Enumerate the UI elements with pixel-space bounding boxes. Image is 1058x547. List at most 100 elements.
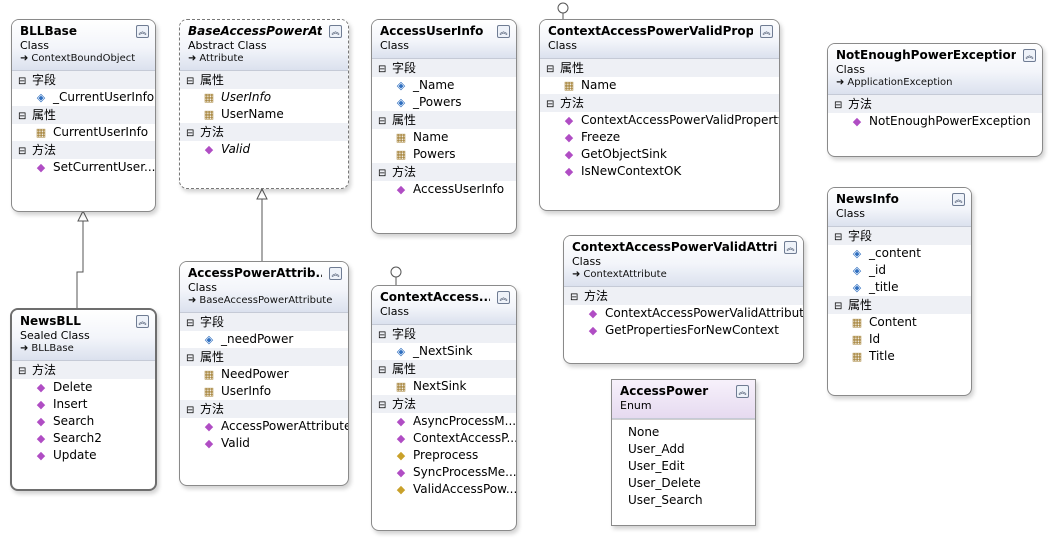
collapse-chevron-icon[interactable]: ︽ xyxy=(329,25,342,38)
member-row[interactable]: ◆NotEnoughPowerException xyxy=(828,113,1042,130)
collapse-chevron-icon[interactable]: ︽ xyxy=(136,315,149,328)
compartment-header[interactable]: ⊟方法 xyxy=(828,95,1042,113)
minus-icon[interactable]: ⊟ xyxy=(18,76,27,87)
member-row[interactable]: ◆Preprocess xyxy=(372,447,516,464)
member-row[interactable]: ◈_title xyxy=(828,279,971,296)
compartment-header[interactable]: ⊟属性 xyxy=(180,71,348,89)
member-row[interactable]: ◈_needPower xyxy=(180,331,348,348)
member-row[interactable]: ▦UserName xyxy=(180,106,348,123)
compartment-header[interactable]: ⊟属性 xyxy=(372,111,516,129)
member-row[interactable]: ▦Id xyxy=(828,331,971,348)
enum-shape-access-power[interactable]: AccessPower Enum ︽ None User_Add User_Ed… xyxy=(611,379,756,526)
member-row[interactable]: ▦NextSink xyxy=(372,378,516,395)
member-row[interactable]: ▦Content xyxy=(828,314,971,331)
minus-icon[interactable]: ⊟ xyxy=(378,330,387,341)
member-row[interactable]: ▦Name xyxy=(372,129,516,146)
compartment-header[interactable]: ⊟属性 xyxy=(372,360,516,378)
minus-icon[interactable]: ⊟ xyxy=(378,116,387,127)
member-row[interactable]: ◆ContextAccessPowerValidProperty xyxy=(540,112,779,129)
collapse-chevron-icon[interactable]: ︽ xyxy=(952,193,965,206)
member-row[interactable]: ◆AccessPowerAttribute xyxy=(180,418,348,435)
compartment-header[interactable]: ⊟属性 xyxy=(180,348,348,366)
member-row[interactable]: ◈_content xyxy=(828,245,971,262)
compartment-header[interactable]: ⊟属性 xyxy=(828,296,971,314)
enum-value[interactable]: User_Add xyxy=(628,442,685,456)
member-row[interactable]: ▦Name xyxy=(540,77,779,94)
enum-value[interactable]: User_Edit xyxy=(628,459,685,473)
compartment-header[interactable]: ⊟属性 xyxy=(540,59,779,77)
collapse-chevron-icon[interactable]: ︽ xyxy=(329,267,342,280)
enum-value[interactable]: User_Search xyxy=(628,493,703,507)
collapse-chevron-icon[interactable]: ︽ xyxy=(136,25,149,38)
member-row[interactable]: ◈_id xyxy=(828,262,971,279)
compartment-header[interactable]: ⊟方法 xyxy=(12,141,155,159)
member-row[interactable]: ▦UserInfo xyxy=(180,383,348,400)
member-row[interactable]: ◆ContextAccessP... xyxy=(372,430,516,447)
minus-icon[interactable]: ⊟ xyxy=(186,405,195,416)
member-row[interactable]: ◈_Name xyxy=(372,77,516,94)
compartment-header[interactable]: ⊟字段 xyxy=(12,71,155,89)
member-row[interactable]: ◈_Powers xyxy=(372,94,516,111)
minus-icon[interactable]: ⊟ xyxy=(18,146,27,157)
minus-icon[interactable]: ⊟ xyxy=(834,301,843,312)
member-row[interactable]: ◈_CurrentUserInfo xyxy=(12,89,155,106)
compartment-header[interactable]: ⊟方法 xyxy=(540,94,779,112)
compartment-header[interactable]: ⊟方法 xyxy=(372,395,516,413)
member-row[interactable]: ▦UserInfo xyxy=(180,89,348,106)
member-row[interactable]: ◆AsyncProcessM... xyxy=(372,413,516,430)
member-row[interactable]: ◆Update xyxy=(12,447,155,464)
minus-icon[interactable]: ⊟ xyxy=(570,292,579,303)
compartment-header[interactable]: ⊟字段 xyxy=(180,313,348,331)
minus-icon[interactable]: ⊟ xyxy=(546,64,555,75)
minus-icon[interactable]: ⊟ xyxy=(546,99,555,110)
enum-value[interactable]: User_Delete xyxy=(628,476,701,490)
collapse-chevron-icon[interactable]: ︽ xyxy=(497,291,510,304)
minus-icon[interactable]: ⊟ xyxy=(18,111,27,122)
member-row[interactable]: ◆Delete xyxy=(12,379,155,396)
member-row[interactable]: ◆Insert xyxy=(12,396,155,413)
member-row[interactable]: ◆ContextAccessPowerValidAttribute xyxy=(564,305,803,322)
member-row[interactable]: ◆ValidAccessPow... xyxy=(372,481,516,498)
collapse-chevron-icon[interactable]: ︽ xyxy=(1023,49,1036,62)
member-row[interactable]: ◆Valid xyxy=(180,435,348,452)
collapse-chevron-icon[interactable]: ︽ xyxy=(497,25,510,38)
minus-icon[interactable]: ⊟ xyxy=(378,365,387,376)
member-row[interactable]: ▦NeedPower xyxy=(180,366,348,383)
minus-icon[interactable]: ⊟ xyxy=(378,64,387,75)
member-row[interactable]: ▦CurrentUserInfo xyxy=(12,124,155,141)
collapse-chevron-icon[interactable]: ︽ xyxy=(760,25,773,38)
compartment-header[interactable]: ⊟方法 xyxy=(372,163,516,181)
minus-icon[interactable]: ⊟ xyxy=(186,128,195,139)
compartment-header[interactable]: ⊟方法 xyxy=(564,287,803,305)
collapse-chevron-icon[interactable]: ︽ xyxy=(736,385,749,398)
compartment-header[interactable]: ⊟方法 xyxy=(12,361,155,379)
minus-icon[interactable]: ⊟ xyxy=(186,353,195,364)
compartment-header[interactable]: ⊟方法 xyxy=(180,400,348,418)
member-row[interactable]: ◆Search xyxy=(12,413,155,430)
minus-icon[interactable]: ⊟ xyxy=(186,76,195,87)
compartment-header[interactable]: ⊟字段 xyxy=(828,227,971,245)
member-row[interactable]: ◆GetPropertiesForNewContext xyxy=(564,322,803,339)
member-row[interactable]: ◆Valid xyxy=(180,141,348,158)
member-row[interactable]: ◈_NextSink xyxy=(372,343,516,360)
minus-icon[interactable]: ⊟ xyxy=(18,366,27,377)
member-row[interactable]: ◆AccessUserInfo xyxy=(372,181,516,198)
class-shape-context-access-power-valid-property[interactable]: ContextAccessPowerValidProp...Class︽⊟属性▦… xyxy=(539,19,780,211)
member-row[interactable]: ◆SetCurrentUser... xyxy=(12,159,155,176)
member-row[interactable]: ◆Search2 xyxy=(12,430,155,447)
class-shape-base-access-power-attribute[interactable]: BaseAccessPowerAttr...Abstract Class➜Att… xyxy=(179,19,349,189)
member-row[interactable]: ▦Title xyxy=(828,348,971,365)
minus-icon[interactable]: ⊟ xyxy=(834,232,843,243)
class-shape-context-access[interactable]: ContextAccess...Class︽⊟字段◈_NextSink⊟属性▦N… xyxy=(371,285,517,531)
member-row[interactable]: ◆IsNewContextOK xyxy=(540,163,779,180)
enum-value[interactable]: None xyxy=(628,425,660,439)
class-shape-context-access-power-valid-attribute[interactable]: ContextAccessPowerValidAttri...Class➜Con… xyxy=(563,235,804,364)
minus-icon[interactable]: ⊟ xyxy=(186,318,195,329)
member-row[interactable]: ◆GetObjectSink xyxy=(540,146,779,163)
minus-icon[interactable]: ⊟ xyxy=(378,168,387,179)
